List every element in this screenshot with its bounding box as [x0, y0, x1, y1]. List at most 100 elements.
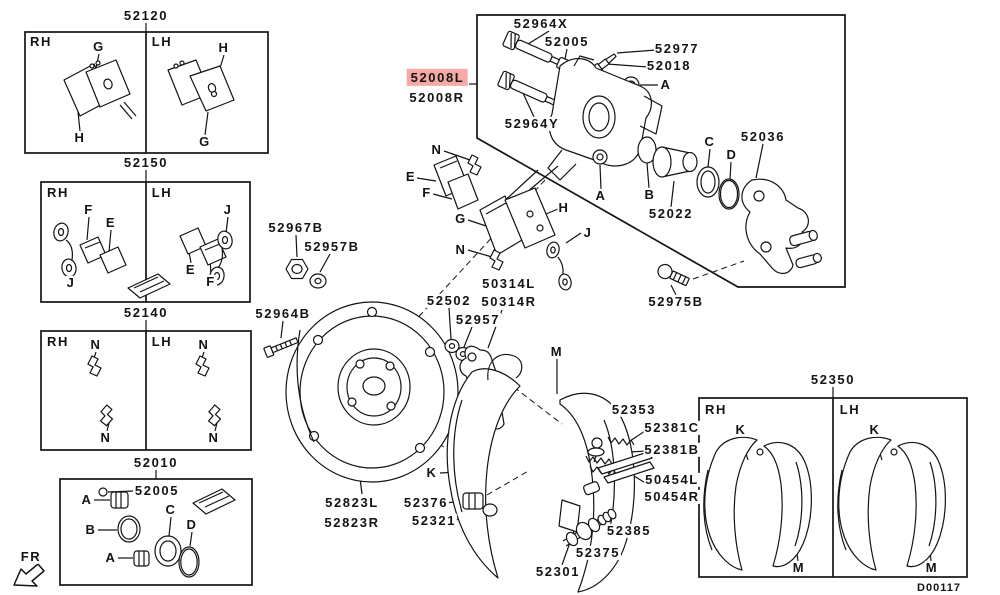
part-label-52120: 52120	[122, 7, 170, 24]
part-label-52018: 52018	[645, 57, 693, 74]
ref-letter-m: M	[924, 559, 940, 576]
part-label-52977: 52977	[653, 40, 701, 57]
part-label-52008L-highlighted[interactable]: 52008L	[406, 68, 469, 86]
part-label-52502: 52502	[425, 292, 473, 309]
part-label-52381B: 52381B	[643, 441, 701, 458]
highlight-52008L[interactable]: 52008L	[406, 68, 468, 86]
part-label-50314L: 50314L	[481, 275, 537, 292]
side-label-rh-52120: RH	[29, 33, 53, 50]
side-label-lh-52150: LH	[150, 184, 174, 201]
pad-clips-52140-art	[87, 355, 225, 428]
fr-label: FR	[19, 548, 43, 565]
part-label-52376: 52376	[402, 494, 450, 511]
brake-pads-52120-art	[63, 59, 235, 120]
side-label-lh-52350: LH	[838, 401, 862, 418]
part-label-52385: 52385	[605, 522, 653, 539]
ref-letter-g: G	[92, 38, 106, 55]
shoe-kit-rh	[703, 436, 812, 571]
ref-letter-j: J	[222, 201, 234, 218]
ref-letter-m: M	[791, 559, 807, 576]
ref-letter-k: K	[734, 421, 748, 438]
ref-letter-b: B	[84, 521, 98, 538]
ref-letter-e: E	[404, 168, 418, 185]
backing-plate-art	[263, 258, 508, 483]
ref-letter-n: N	[454, 241, 468, 258]
ref-letter-a: A	[594, 187, 608, 204]
ref-letter-c: C	[164, 501, 178, 518]
ref-letter-h: H	[73, 129, 87, 146]
bolt-52964B	[263, 337, 299, 358]
ref-letter-f: F	[83, 201, 95, 218]
adjuster-52301	[562, 508, 617, 547]
shoe-hardware-art	[562, 436, 655, 547]
ref-letter-m: M	[549, 343, 565, 360]
piston-52022	[652, 146, 698, 178]
part-label-52975B: 52975B	[647, 293, 705, 310]
ref-letter-k: K	[425, 464, 439, 481]
parking-shoes-mid-art	[446, 353, 636, 593]
part-label-52140: 52140	[122, 304, 170, 321]
ref-letter-j: J	[65, 274, 77, 291]
part-label-52005-caliper: 52005	[543, 33, 591, 50]
shoe-kit-52350-art	[703, 436, 946, 571]
side-label-lh-52140: LH	[150, 333, 174, 350]
part-label-52375: 52375	[574, 544, 622, 561]
box-caliper	[476, 14, 846, 288]
ref-letter-k: K	[868, 421, 882, 438]
side-label-rh-52350: RH	[704, 401, 728, 418]
ref-letter-e: E	[184, 261, 198, 278]
part-label-52353: 52353	[610, 401, 658, 418]
part-label-52010: 52010	[132, 454, 180, 471]
ref-letter-g: G	[454, 210, 468, 227]
pad-shims-52150-art	[53, 222, 233, 299]
part-label-52823L: 52823L	[324, 494, 380, 511]
ref-letter-a: A	[80, 491, 94, 508]
ref-letter-h: H	[557, 199, 571, 216]
ref-letter-n: N	[430, 141, 444, 158]
guide-pin-52964X	[502, 30, 561, 66]
part-label-52381C: 52381C	[643, 419, 701, 436]
ref-letter-f: F	[421, 184, 433, 201]
side-label-lh-52120: LH	[150, 33, 174, 50]
ref-letter-f: F	[205, 273, 217, 290]
ref-letter-a: A	[104, 549, 118, 566]
part-label-50314R: 50314R	[480, 293, 538, 310]
doc-code: D00117	[917, 581, 961, 594]
part-label-52967B: 52967B	[267, 219, 325, 236]
caliper-art	[497, 30, 822, 287]
banjo-bolt-52975B	[657, 263, 690, 287]
guide-pin-52964Y	[497, 70, 556, 106]
side-label-rh-52150: RH	[46, 184, 70, 201]
ref-letter-c: C	[703, 133, 717, 150]
part-label-52964B: 52964B	[254, 305, 312, 322]
shoe-kit-lh	[837, 436, 946, 571]
part-label-52005-kit: 52005	[133, 482, 181, 499]
ref-letter-e: E	[104, 214, 118, 231]
part-label-52022: 52022	[647, 205, 695, 222]
part-label-52036: 52036	[739, 128, 787, 145]
ref-letter-d: D	[185, 516, 199, 533]
part-label-52350: 52350	[809, 371, 857, 388]
part-label-52823R: 52823R	[323, 514, 381, 531]
part-label-52957: 52957	[454, 311, 502, 328]
seal-kit-52010-art	[98, 487, 236, 578]
caliper-bracket-52036	[741, 178, 822, 274]
side-label-rh-52140: RH	[46, 333, 70, 350]
fr-direction-arrow	[13, 563, 45, 587]
part-label-52321: 52321	[410, 512, 458, 529]
part-label-52150: 52150	[122, 154, 170, 171]
ref-letter-n: N	[197, 336, 211, 353]
part-label-50454R: 50454R	[643, 488, 701, 505]
ref-letter-j: J	[582, 224, 594, 241]
ref-letter-g: G	[198, 133, 212, 150]
part-label-52957B: 52957B	[303, 238, 361, 255]
part-label-50454L: 50454L	[644, 471, 700, 488]
part-label-52301: 52301	[534, 563, 582, 580]
pads-shims-art	[433, 154, 572, 291]
ref-letter-h: H	[217, 39, 231, 56]
ref-letter-b: B	[643, 186, 657, 203]
dust-shield-52823	[285, 301, 459, 483]
ref-letter-a: A	[659, 76, 673, 93]
ref-letter-n: N	[207, 429, 221, 446]
